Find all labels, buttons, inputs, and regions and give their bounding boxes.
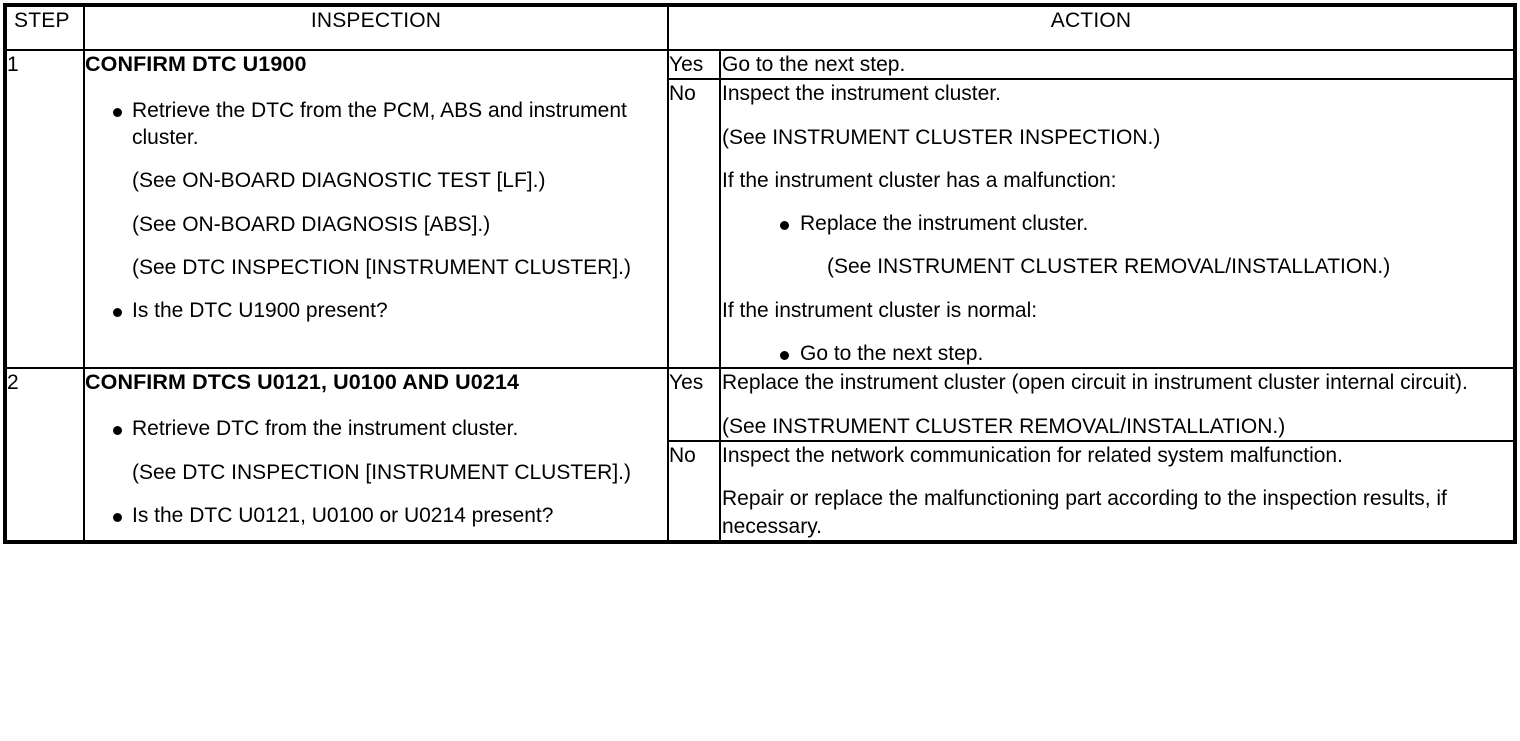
branch-label-no: No [667, 78, 721, 370]
step-number: 1 [4, 48, 85, 370]
table-row: No Inspect the network communication for… [5, 439, 1517, 543]
inspection-cell: CONFIRM DTCS U0121, U0100 AND U0214 Retr… [83, 367, 669, 543]
branch-label-yes: Yes [667, 48, 721, 81]
diagnostic-flow-sheet: STEP INSPECTION ACTION 1 CONFIRM DTC U19… [0, 3, 1520, 741]
table-body: 1 CONFIRM DTC U1900 Retrieve the DTC fro… [4, 48, 1517, 543]
action-text: Repair or replace the malfunctioning par… [722, 487, 1447, 538]
inspection-question: Is the DTC U1900 present? [85, 297, 667, 324]
action-condition: If the instrument cluster has a malfunct… [722, 168, 1117, 192]
inspection-reference: (See ON-BOARD DIAGNOSIS [ABS].) [132, 212, 491, 236]
action-text: Go to the next step. [722, 53, 906, 76]
action-cell-yes: Replace the instrument cluster (open cir… [718, 367, 1517, 442]
inspection-reference: (See DTC INSPECTION [INSTRUMENT CLUSTER]… [132, 256, 631, 280]
dtc-troubleshooting-table: STEP INSPECTION ACTION 1 CONFIRM DTC U19… [3, 3, 1518, 544]
inspection-title: CONFIRM DTCS U0121, U0100 AND U0214 [85, 370, 520, 395]
inspection-reference: (See ON-BOARD DIAGNOSTIC TEST [LF].) [132, 169, 546, 193]
action-text: Inspect the instrument cluster. [722, 82, 1001, 106]
table-row: 2 CONFIRM DTCS U0121, U0100 AND U0214 Re… [4, 367, 1517, 543]
action-bullet: Go to the next step. [721, 340, 1513, 367]
column-header-inspection: INSPECTION [83, 4, 669, 51]
action-text: Replace the instrument cluster (open cir… [722, 371, 1468, 395]
table-row: 1 CONFIRM DTC U1900 Retrieve the DTC fro… [4, 48, 1517, 370]
action-cell-no: Inspect the network communication for re… [718, 439, 1517, 543]
step-number: 2 [4, 367, 85, 543]
action-reference: (See INSTRUMENT CLUSTER REMOVAL/INSTALLA… [722, 414, 1286, 438]
branch-label-yes: Yes [667, 367, 721, 442]
inspection-bullet: Retrieve the DTC from the PCM, ABS and i… [85, 97, 667, 152]
action-cell-no: Inspect the instrument cluster. (See INS… [718, 78, 1517, 370]
action-cell-yes: Go to the next step. [718, 48, 1517, 81]
column-header-action: ACTION [666, 4, 1517, 51]
inspection-question: Is the DTC U0121, U0100 or U0214 present… [85, 502, 667, 529]
header-row: STEP INSPECTION ACTION [4, 4, 1517, 51]
branch-label-no: No [667, 439, 721, 543]
action-sub-reference: (See INSTRUMENT CLUSTER REMOVAL/INSTALLA… [827, 255, 1391, 279]
inspection-reference: (See DTC INSPECTION [INSTRUMENT CLUSTER]… [132, 460, 631, 484]
table-row: No Inspect the instrument cluster. (See … [5, 78, 1517, 370]
column-header-step: STEP [4, 4, 85, 51]
inspection-title: CONFIRM DTC U1900 [85, 52, 307, 76]
table-header: STEP INSPECTION ACTION [4, 4, 1517, 51]
action-text: Inspect the network communication for re… [722, 443, 1343, 467]
action-condition: If the instrument cluster is normal: [722, 298, 1038, 322]
action-bullet: Replace the instrument cluster. [721, 210, 1513, 237]
inspection-bullet: Retrieve DTC from the instrument cluster… [85, 415, 667, 442]
action-reference: (See INSTRUMENT CLUSTER INSPECTION.) [722, 125, 1161, 149]
inspection-cell: CONFIRM DTC U1900 Retrieve the DTC from … [83, 48, 669, 370]
